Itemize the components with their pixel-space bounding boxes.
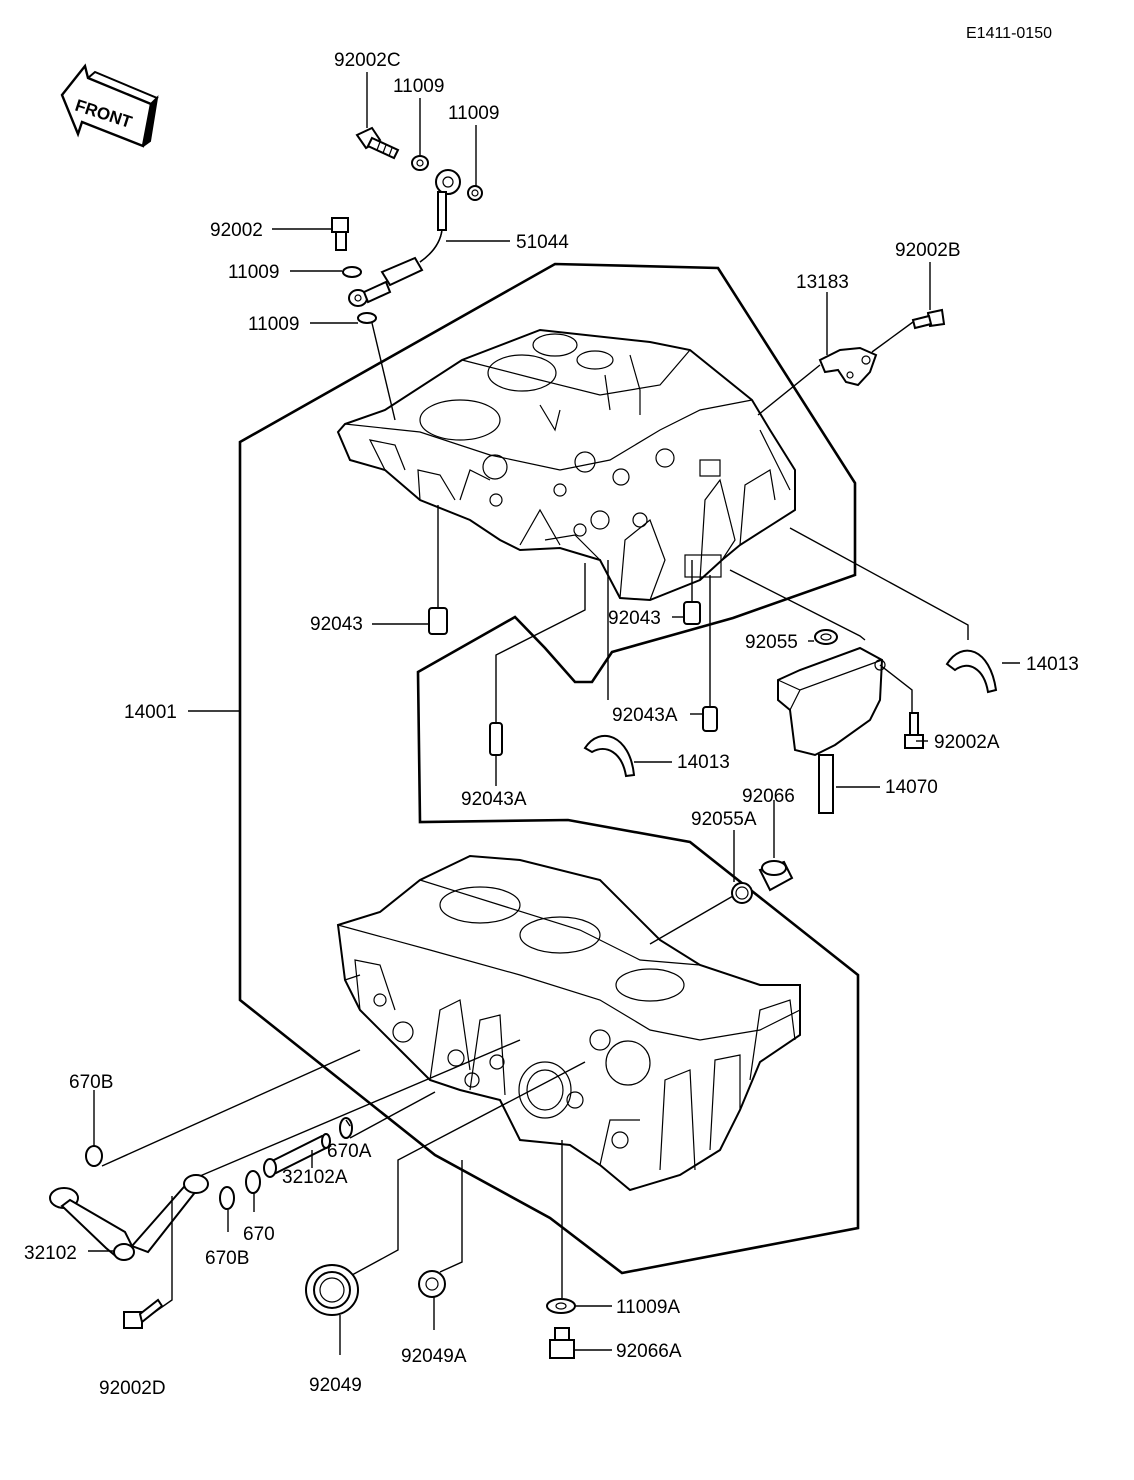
label-670B-bottom: 670B — [205, 1248, 249, 1269]
bearing-14013-right-icon — [945, 649, 998, 694]
oring-92055A-icon — [731, 882, 753, 904]
label-14001: 14001 — [124, 702, 177, 723]
label-92055A: 92055A — [691, 809, 757, 830]
label-670B-top: 670B — [69, 1072, 113, 1093]
label-32102: 32102 — [24, 1243, 77, 1264]
bolt-92002A-icon — [904, 712, 924, 749]
washer-11009-a-icon — [411, 155, 429, 171]
leader-lines — [88, 72, 1020, 1355]
label-92049: 92049 — [309, 1375, 362, 1396]
label-14070: 14070 — [885, 777, 938, 798]
plug-92066-icon — [758, 860, 794, 892]
bracket-13183-icon — [818, 346, 878, 387]
front-arrow-icon: FRONT — [60, 63, 159, 148]
dowel-92043-mid-icon — [683, 601, 701, 625]
label-92043-left: 92043 — [310, 614, 363, 635]
oil-pipe-51044-icon — [348, 169, 461, 307]
seal-92055-icon — [814, 629, 838, 645]
label-92002D: 92002D — [99, 1378, 166, 1399]
bolt-92002C-icon — [355, 126, 400, 160]
label-13183: 13183 — [796, 272, 849, 293]
washer-11009-b-icon — [467, 185, 483, 201]
seal-92049-icon — [305, 1264, 359, 1316]
label-92002C: 92002C — [334, 50, 401, 71]
label-92066A: 92066A — [616, 1341, 682, 1362]
label-92066: 92066 — [742, 786, 795, 807]
label-11009-c: 11009 — [228, 262, 279, 283]
label-11009A: 11009A — [616, 1297, 680, 1318]
bolt-92002-icon — [331, 217, 349, 251]
label-92002: 92002 — [210, 220, 263, 241]
upper-case-group-border — [238, 262, 860, 1275]
washer-11009A-icon — [546, 1298, 576, 1314]
part-labels: 92002C 11009 11009 92002 51044 11009 110… — [24, 50, 1079, 1399]
bolt-92002B-icon — [911, 308, 946, 330]
dowel-92043-left-icon — [428, 607, 448, 635]
shaft-32102A-icon — [263, 1133, 332, 1178]
drain-plug-92066A-icon — [549, 1327, 575, 1359]
ring-670B-top-icon — [85, 1145, 103, 1167]
label-670A: 670A — [327, 1141, 372, 1162]
label-14013-right: 14013 — [1026, 654, 1079, 675]
diagram-code: E1411-0150 — [966, 25, 1052, 42]
lever-32102-icon — [49, 1174, 209, 1261]
seal-92049A-icon — [418, 1270, 446, 1298]
washer-11009-d-icon — [357, 312, 377, 324]
label-92002B: 92002B — [895, 240, 961, 261]
label-51044: 51044 — [516, 232, 569, 253]
label-32102A: 32102A — [282, 1167, 348, 1188]
label-11009-d: 11009 — [248, 314, 299, 335]
washer-11009-c-icon — [342, 266, 362, 278]
upper-crankcase — [336, 328, 796, 602]
label-92043-mid: 92043 — [608, 608, 661, 629]
label-11009-b: 11009 — [448, 103, 499, 124]
ring-670-icon — [245, 1170, 261, 1194]
label-92043A-mid: 92043A — [612, 705, 678, 726]
dowel-92043A-mid-icon — [702, 706, 718, 732]
ring-670A-icon — [339, 1117, 353, 1139]
lower-crankcase — [336, 854, 801, 1192]
label-92055: 92055 — [745, 632, 798, 653]
label-670: 670 — [243, 1224, 275, 1245]
label-92002A: 92002A — [934, 732, 1000, 753]
label-14013-mid: 14013 — [677, 752, 730, 773]
ring-670B-bottom-icon — [219, 1186, 235, 1210]
breather-cover-14070-icon — [777, 646, 886, 814]
dowel-92043A-left-icon — [489, 722, 503, 756]
label-11009-a: 11009 — [393, 76, 444, 97]
bearing-14013-mid-icon — [583, 735, 636, 778]
label-92049A: 92049A — [401, 1346, 467, 1367]
label-92043A-left: 92043A — [461, 789, 527, 810]
bolt-92002D-icon — [123, 1298, 164, 1329]
